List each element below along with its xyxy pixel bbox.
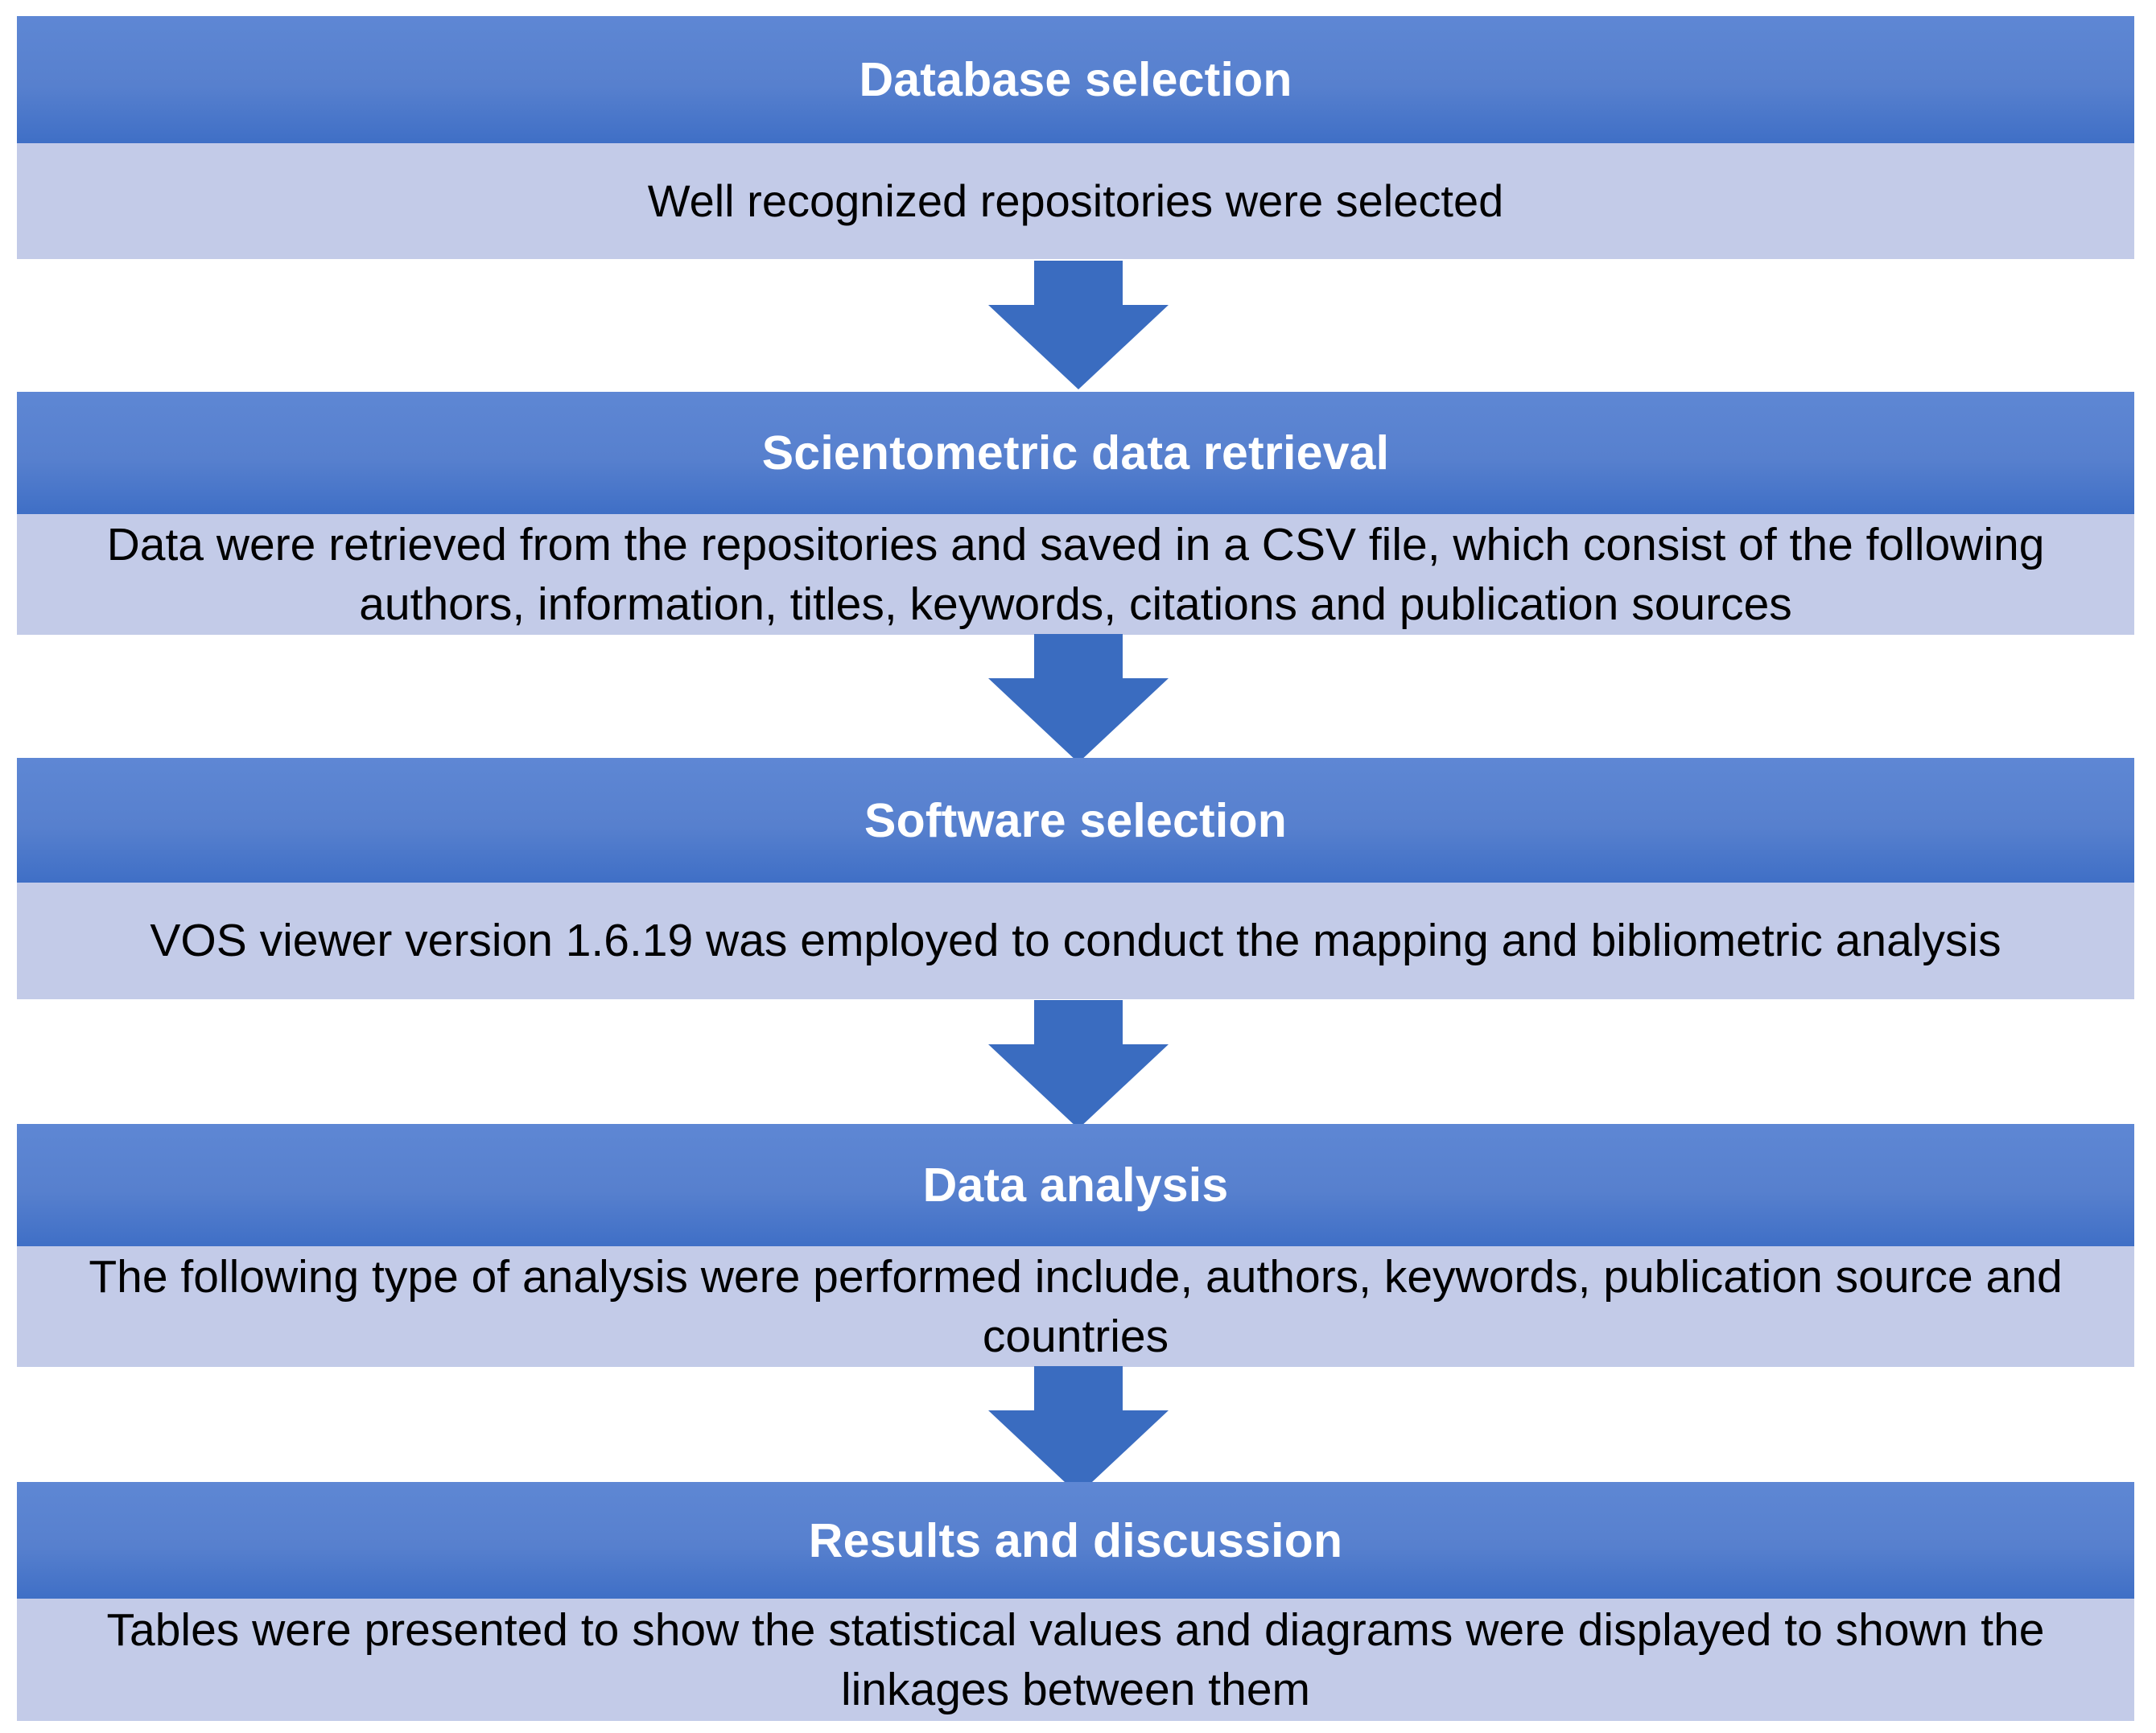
stage-body-text: Data were retrieved from the repositorie… — [106, 518, 2045, 630]
flow-stage-software-selection: Software selection VOS viewer version 1.… — [17, 758, 2134, 999]
stage-body-text: VOS viewer version 1.6.19 was employed t… — [150, 915, 2001, 967]
stage-body-scientometric-data-retrieval: Data were retrieved from the repositorie… — [17, 514, 2134, 635]
down-arrow-icon — [988, 1000, 1169, 1129]
stage-body-software-selection: VOS viewer version 1.6.19 was employed t… — [17, 883, 2134, 999]
stage-header-database-selection: Database selection — [17, 16, 2134, 143]
flow-stage-scientometric-data-retrieval: Scientometric data retrieval Data were r… — [17, 392, 2134, 635]
stage-header-scientometric-data-retrieval: Scientometric data retrieval — [17, 392, 2134, 514]
stage-header-label: Database selection — [859, 53, 1292, 106]
stage-body-database-selection: Well recognized repositories were select… — [17, 143, 2134, 259]
stage-header-label: Results and discussion — [808, 1513, 1343, 1567]
down-arrow-icon — [988, 261, 1169, 389]
flow-stage-database-selection: Database selection Well recognized repos… — [17, 16, 2134, 259]
stage-body-text: Well recognized repositories were select… — [647, 175, 1504, 226]
stage-header-data-analysis: Data analysis — [17, 1124, 2134, 1246]
stage-header-label: Data analysis — [922, 1159, 1229, 1212]
down-arrow-icon — [988, 634, 1169, 763]
stage-body-results-and-discussion: Tables were presented to show the statis… — [17, 1599, 2134, 1721]
stage-body-text: Tables were presented to show the statis… — [106, 1603, 2045, 1715]
stage-header-label: Software selection — [864, 793, 1287, 847]
down-arrow-icon — [988, 1366, 1169, 1495]
stage-header-results-and-discussion: Results and discussion — [17, 1482, 2134, 1599]
flow-stage-data-analysis: Data analysis The following type of anal… — [17, 1124, 2134, 1367]
stage-body-data-analysis: The following type of analysis were perf… — [17, 1246, 2134, 1367]
stage-header-label: Scientometric data retrieval — [761, 426, 1390, 480]
stage-header-software-selection: Software selection — [17, 758, 2134, 883]
stage-body-text: The following type of analysis were perf… — [89, 1250, 2063, 1362]
flow-stage-results-and-discussion: Results and discussion Tables were prese… — [17, 1482, 2134, 1721]
